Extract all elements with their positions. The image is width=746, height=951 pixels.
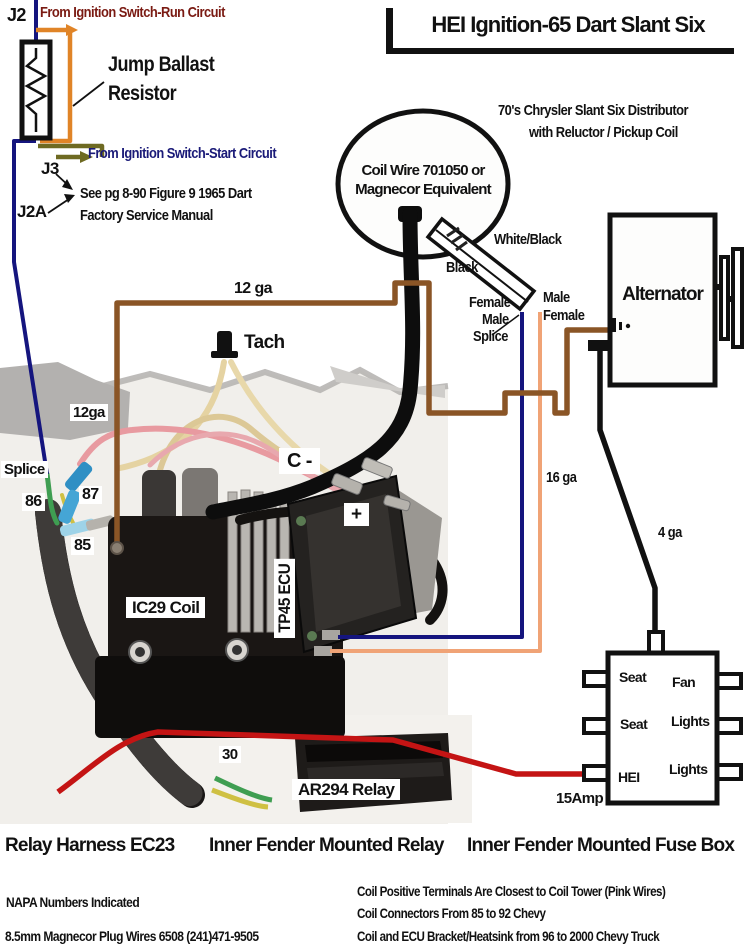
label-male: Male	[482, 311, 509, 328]
label-splice-connector: Splice	[473, 328, 508, 345]
label-run-circuit: From Ignition Switch-Run Circuit	[40, 4, 225, 21]
footnote-bracket: Coil and ECU Bracket/Heatsink from 96 to…	[357, 929, 660, 944]
wire-olive-start	[38, 143, 105, 163]
label-white-black: White/Black	[494, 231, 562, 248]
label-jump-ballast-2: Resistor	[108, 82, 177, 105]
footnote-coil-connectors: Coil Connectors From 85 to 92 Chevy	[357, 906, 546, 921]
tach-icon	[211, 331, 238, 358]
label-plus: +	[344, 503, 369, 526]
footnote-napa: NAPA Numbers Indicated	[6, 894, 140, 910]
fuse-label-fan: Fan	[672, 674, 696, 690]
label-87: 87	[79, 486, 102, 504]
label-manual-1: See pg 8-90 Figure 9 1965 Dart	[80, 185, 252, 202]
annotation-arrows	[47, 81, 105, 214]
alternator-box	[607, 212, 744, 388]
wire-black-alternator	[588, 340, 658, 654]
ballast-resistor	[19, 39, 53, 141]
caption-fender-relay: Inner Fender Mounted Relay	[209, 835, 444, 856]
label-ic29-coil: IC29 Coil	[126, 597, 206, 618]
label-female-2: Female	[543, 307, 585, 324]
wire-red-relay-to-fuse	[56, 729, 597, 795]
label-tach: Tach	[241, 332, 288, 353]
caption-relay-harness: Relay Harness EC23	[5, 835, 175, 856]
label-male-2: Male	[543, 289, 570, 306]
footnote-coil-positive: Coil Positive Terminals Are Closest to C…	[357, 884, 666, 899]
crimp-connectors	[58, 461, 115, 537]
wire-brown-12ga	[110, 280, 613, 555]
page-title: HEI Ignition-65 Dart Slant Six	[431, 12, 705, 37]
label-16ga: 16 ga	[546, 469, 577, 486]
label-distributor-heading-2: with Reluctor / Pickup Coil	[529, 124, 678, 141]
title-border	[386, 8, 734, 54]
label-j3: J3	[41, 159, 59, 178]
distributor-circle	[335, 108, 511, 260]
label-j2: J2	[7, 5, 26, 25]
label-86: 86	[22, 493, 45, 511]
label-tp45-ecu: TP45 ECU	[274, 558, 295, 638]
label-30: 30	[219, 746, 241, 763]
label-c-minus: C -	[279, 448, 320, 474]
fuse-label-lights-1: Lights	[671, 713, 710, 729]
label-female: Female	[469, 294, 511, 311]
label-splice: Splice	[1, 461, 48, 478]
alternator-pulley	[715, 247, 744, 349]
label-4ga: 4 ga	[658, 524, 682, 541]
label-12ga-top: 12 ga	[231, 280, 275, 298]
label-manual-2: Factory Service Manual	[80, 207, 213, 224]
label-12ga-left: 12ga	[70, 404, 108, 421]
label-start-circuit: From Ignition Switch-Start Circuit	[88, 145, 277, 162]
label-black: Black	[446, 259, 478, 276]
label-alternator: Alternator	[622, 284, 704, 305]
ecu-photo	[286, 457, 442, 656]
fuse-label-lights-2: Lights	[669, 761, 708, 777]
label-ar294-relay: AR294 Relay	[292, 779, 401, 800]
label-coil-wire-2: Magnecor Equivalent	[355, 181, 491, 198]
pickup-connector-plug	[425, 216, 537, 336]
label-15amp: 15Amp	[556, 790, 604, 807]
footnote-magnecor: 8.5mm Magnecor Plug Wires 6508 (241)471-…	[5, 928, 259, 944]
fuse-label-seat-2: Seat	[620, 716, 648, 732]
fuse-label-seat-1: Seat	[619, 669, 647, 685]
caption-fender-fuse-box: Inner Fender Mounted Fuse Box	[467, 835, 735, 856]
label-coil-wire-1: Coil Wire 701050 or	[361, 162, 485, 179]
label-85: 85	[71, 537, 94, 555]
wire-blue	[12, 0, 524, 639]
fuse-label-hei: HEI	[618, 769, 640, 785]
wire-orange-ecu	[330, 312, 542, 653]
label-jump-ballast-1: Jump Ballast	[108, 53, 215, 76]
label-distributor-heading-1: 70's Chrysler Slant Six Distributor	[498, 102, 689, 119]
wire-orange-jump	[36, 24, 78, 144]
label-j2a: J2A	[17, 202, 47, 221]
fuse-box	[582, 630, 743, 806]
